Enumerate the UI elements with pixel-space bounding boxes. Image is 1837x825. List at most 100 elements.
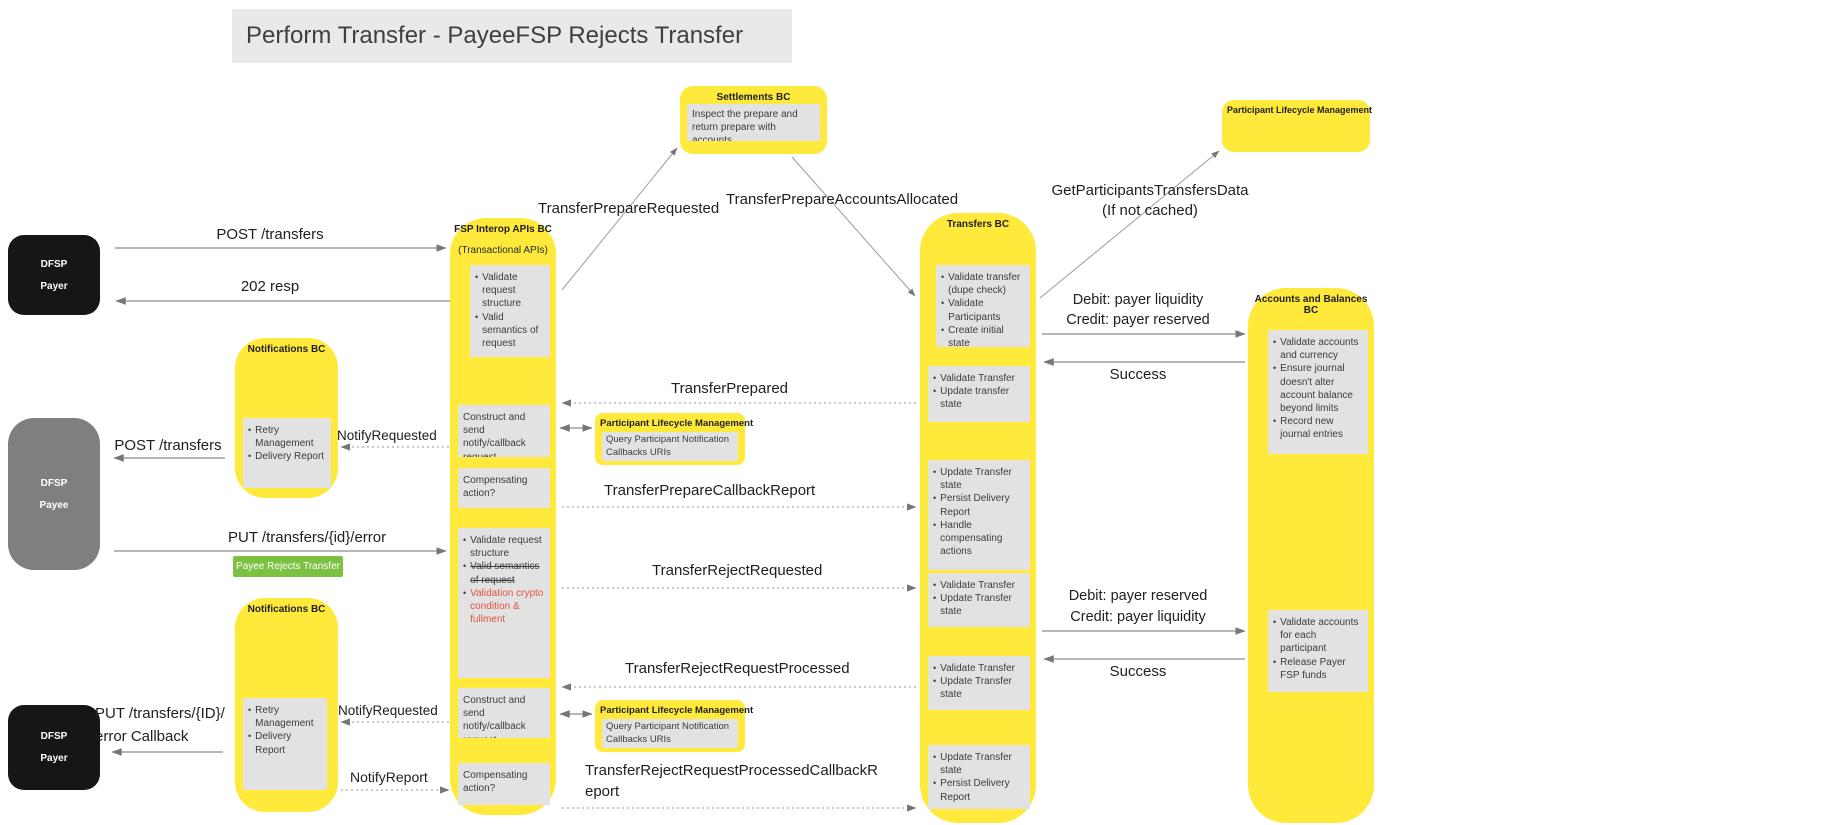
actor-dfsp-payee: DFSP Payee — [8, 418, 100, 570]
label-debit-reserved: Debit: payer reserved — [1068, 588, 1208, 604]
bullet-item: •Persist Delivery Report — [933, 778, 1010, 803]
actor-label: DFSP — [40, 477, 68, 489]
lane-transfers-bc: Transfers BC •Validate transfer (dupe ch… — [920, 213, 1036, 823]
arrow-get-participants — [1039, 150, 1220, 299]
label-post-transfers-payee: POST /transfers — [114, 437, 222, 454]
label-get-participants-line2: (If not cached) — [1102, 202, 1198, 219]
task-fsp-validate-reject-request: •Validate request structure•Valid semant… — [458, 528, 550, 678]
task-transfers-validate: •Validate transfer (dupe check)•Validate… — [936, 265, 1030, 347]
label-notify-requested-top: NotifyRequested — [337, 428, 437, 443]
bullet-item: •Validate accounts for each participant — [1273, 617, 1359, 655]
bullet-item: •Retry Management — [248, 705, 314, 730]
lane-participant-lifecycle-top: Participant Lifecycle Management — [1222, 100, 1373, 152]
task-accounts-release: •Validate accounts for each participant•… — [1268, 610, 1368, 692]
label-transfer-reject-requested: TransferRejectRequested — [652, 562, 823, 579]
lane-title: Participant Lifecycle Management — [1227, 105, 1373, 115]
lane-fsp-interop-apis-bc: FSP Interop APIs BC (Transactional APIs)… — [450, 218, 556, 815]
label-202-resp: 202 resp — [240, 278, 300, 295]
lane-title: Accounts and Balances BC — [1254, 294, 1368, 316]
bullet-item: •Persist Delivery Report — [933, 493, 1010, 518]
actor-label: DFSP — [40, 258, 68, 270]
actor-dfsp-payer-bottom: DFSP Payer — [8, 705, 100, 790]
bullet-item: •Retry Management — [248, 425, 314, 450]
lane-title: Settlements BC — [716, 92, 791, 103]
task-settlements-note: Inspect the prepare and return prepare w… — [687, 104, 820, 141]
task-fsp-construct-notify: Construct and send notify/callback reque… — [458, 405, 550, 457]
label-credit-liquidity: Credit: payer liquidity — [1070, 609, 1206, 625]
task-plm-query: Query Participant Notification Callbacks… — [602, 432, 738, 461]
actor-dfsp-payer-top: DFSP Payer — [8, 235, 100, 315]
task-plm-query-2: Query Participant Notification Callbacks… — [602, 719, 738, 748]
status-badge-payee-rejects: Payee Rejects Transfer — [233, 556, 343, 577]
label-put-error-callback-line1: PUT /transfers/{ID}/ — [95, 705, 225, 722]
bullet-item: •Delivery Report — [248, 731, 292, 756]
lane-settlements-bc: Settlements BC Inspect the prepare and r… — [680, 86, 827, 154]
label-transfer-prepared: TransferPrepared — [671, 380, 788, 397]
bullet-item: •Validation crypto condition & fullment — [463, 587, 544, 626]
label-success-top: Success — [1109, 366, 1167, 383]
label-transfer-prepare-accounts-allocated: TransferPrepareAccountsAllocated — [726, 191, 959, 208]
label-transfer-reject-request-processed: TransferRejectRequestProcessed — [625, 660, 850, 677]
arrow-transfer-prepare-requested — [561, 147, 678, 291]
actor-label: DFSP — [40, 731, 68, 742]
bullet-item: •Valid semantics of request — [463, 561, 540, 586]
bullet-item: •Update transfer state — [933, 386, 1010, 411]
bullet-item: •Update Transfer state — [933, 752, 1012, 777]
task-transfers-update-1: •Validate Transfer •Update transfer state — [928, 366, 1030, 422]
bullet-item: •Update Transfer state — [933, 593, 1012, 618]
label-debit-liquidity: Debit: payer liquidity — [1072, 292, 1204, 308]
task-accounts-validate: •Validate accounts and currency•Ensure j… — [1268, 330, 1368, 454]
lane-title: FSP Interop APIs BC — [454, 224, 552, 235]
bullet-item: •Validate request structure — [463, 535, 542, 560]
bullet-item: •Update Transfer state — [933, 676, 1012, 701]
bullet-item: •Create initial state — [941, 324, 1004, 347]
bullet-item: •Validate Participants — [941, 298, 1001, 323]
bullet-item: •Ensure journal doesn't alter account ba… — [1273, 363, 1353, 414]
task-fsp-validate-request: •Validate request structure•Valid semant… — [470, 265, 550, 357]
lane-title: Participant Lifecycle Management — [600, 418, 754, 429]
lane-notifications-bc-bottom: Notifications BC •Retry Management•Deliv… — [235, 598, 338, 812]
label-put-error-callback-line2: error Callback — [95, 728, 189, 745]
bullet-item: •Handle compensating actions — [933, 519, 1003, 558]
bullet-item: •Validate Transfer — [933, 663, 1016, 674]
bullet-item: •Validate request structure — [475, 272, 522, 310]
lane-title: Notifications BC — [247, 344, 326, 355]
bullet-item: •Record new journal entries — [1273, 416, 1343, 441]
actor-label: Payer — [40, 280, 68, 292]
task-transfers-update-3: •Validate Transfer •Update Transfer state — [928, 656, 1030, 710]
lane-title: Participant Lifecycle Management — [600, 705, 754, 716]
bullet-item: •Delivery Report — [248, 451, 325, 463]
bullet-item: •Validate Transfer — [933, 373, 1016, 384]
lane-notifications-bc-top: Notifications BC •Retry Management•Deliv… — [235, 338, 338, 498]
lane-accounts-balances-bc: Accounts and Balances BC •Validate accou… — [1248, 288, 1374, 823]
label-post-transfers: POST /transfers — [216, 226, 324, 243]
bullet-item: •Update Transfer state — [933, 467, 1012, 492]
lane-plm-inline-bottom: Participant Lifecycle Management Query P… — [595, 700, 753, 752]
bullet-item: •Release Payer FSP funds — [1273, 656, 1346, 681]
label-put-transfers-error: PUT /transfers/{id}/error — [228, 529, 387, 546]
label-transfer-prepare-callback-report: TransferPrepareCallbackReport — [604, 482, 816, 499]
label-notify-report: NotifyReport — [350, 769, 428, 785]
task-transfers-update-2: •Validate Transfer•Update Transfer state — [928, 573, 1030, 627]
arrow-transfer-prepare-accounts-allocated — [791, 156, 916, 297]
actor-label: Payer — [40, 753, 68, 764]
task-notifications-retry-2: •Retry Management•Delivery Report — [243, 698, 327, 790]
task-fsp-compensating-action-2: Compensating action? — [458, 763, 550, 805]
task-fsp-construct-notify-2: Construct and send notify/callback reque… — [458, 688, 550, 738]
bullet-item: •Valid semantics of request — [475, 311, 539, 349]
bullet-item: •Validate accounts and currency — [1273, 337, 1359, 362]
lane-title: Notifications BC — [247, 604, 326, 615]
label-reject-processed-callback-report: TransferRejectRequestProcessedCallbackRe… — [585, 762, 878, 800]
label-notify-requested-bottom: NotifyRequested — [338, 703, 438, 718]
label-transfer-prepare-requested: TransferPrepareRequested — [538, 200, 720, 217]
label-credit-reserved: Credit: payer reserved — [1066, 312, 1210, 328]
task-transfers-persist-2: •Update Transfer state•Persist Delivery … — [928, 745, 1030, 809]
lane-plm-inline-top: Participant Lifecycle Management Query P… — [595, 413, 753, 465]
bullet-item: •Validate transfer (dupe check) — [941, 272, 1021, 297]
task-notifications-retry: •Retry Management•Delivery Report — [243, 418, 331, 488]
page-title: Perform Transfer - PayeeFSP Rejects Tran… — [232, 9, 792, 63]
task-fsp-compensating-action: Compensating action? — [458, 468, 550, 508]
label-success-bottom: Success — [1109, 663, 1167, 680]
actor-label: Payee — [39, 499, 69, 511]
lane-title: Transfers BC — [946, 219, 1010, 230]
